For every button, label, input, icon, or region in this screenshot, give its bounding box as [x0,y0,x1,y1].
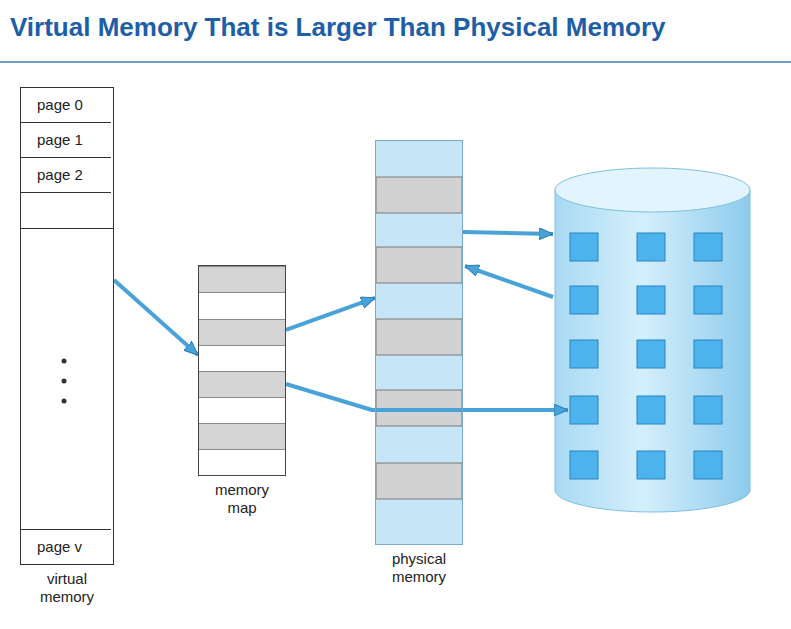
map-entry-shaded [199,371,285,398]
disk-block [637,286,665,314]
page-cell: page 2 [21,158,111,193]
frame-used [376,247,462,283]
map-entry-shaded [199,319,285,346]
memory-map-table: memory map [198,265,286,476]
disk-block [637,451,665,479]
disk-block [570,233,598,261]
page-out-arrow [463,232,553,234]
disk-block [570,340,598,368]
map-entry-shaded [199,266,285,293]
disk-block [637,396,665,424]
page-in-arrow [465,266,553,297]
page-cell: page 1 [21,123,111,158]
ellipsis-dot [62,359,67,364]
disk-block [694,233,722,261]
disk-blocks [570,233,722,479]
map-entry-shaded [199,423,285,450]
disk-block [570,451,598,479]
divider-line [21,228,113,229]
disk-block [637,233,665,261]
disk-block [637,340,665,368]
disk-block [570,396,598,424]
region-label: physical memory [381,550,457,586]
disk-block [694,451,722,479]
mapping-arrow [286,298,375,330]
region-label: virtual memory [29,570,105,606]
map-to-disk-arrow [286,384,568,410]
disk-top [555,168,750,212]
title: Virtual Memory That is Larger Than Physi… [10,12,666,43]
ellipsis-dot [62,399,67,404]
frame-used [376,177,462,213]
page-cell: page 0 [21,88,111,123]
page-label: page 1 [21,123,111,157]
page-label: page v [21,530,111,564]
region-label: memory map [204,481,280,517]
physical-memory-fill [375,140,463,545]
disk-block [694,340,722,368]
disk-body [555,190,750,512]
disk-block [694,286,722,314]
page-label: page 2 [21,158,111,192]
frame-used [376,463,462,499]
frame-used [376,319,462,355]
page-label: page 0 [21,88,111,122]
title-rule [0,61,791,63]
page-cell: page v [21,529,111,564]
ellipsis-dot [62,379,67,384]
disk-block [570,286,598,314]
virtual-memory-column: virtual memorypage 0page 1page 2page v [20,87,114,565]
mapping-arrow [114,280,198,355]
physical-memory-column: physical memory [375,140,463,545]
disk-block [694,396,722,424]
